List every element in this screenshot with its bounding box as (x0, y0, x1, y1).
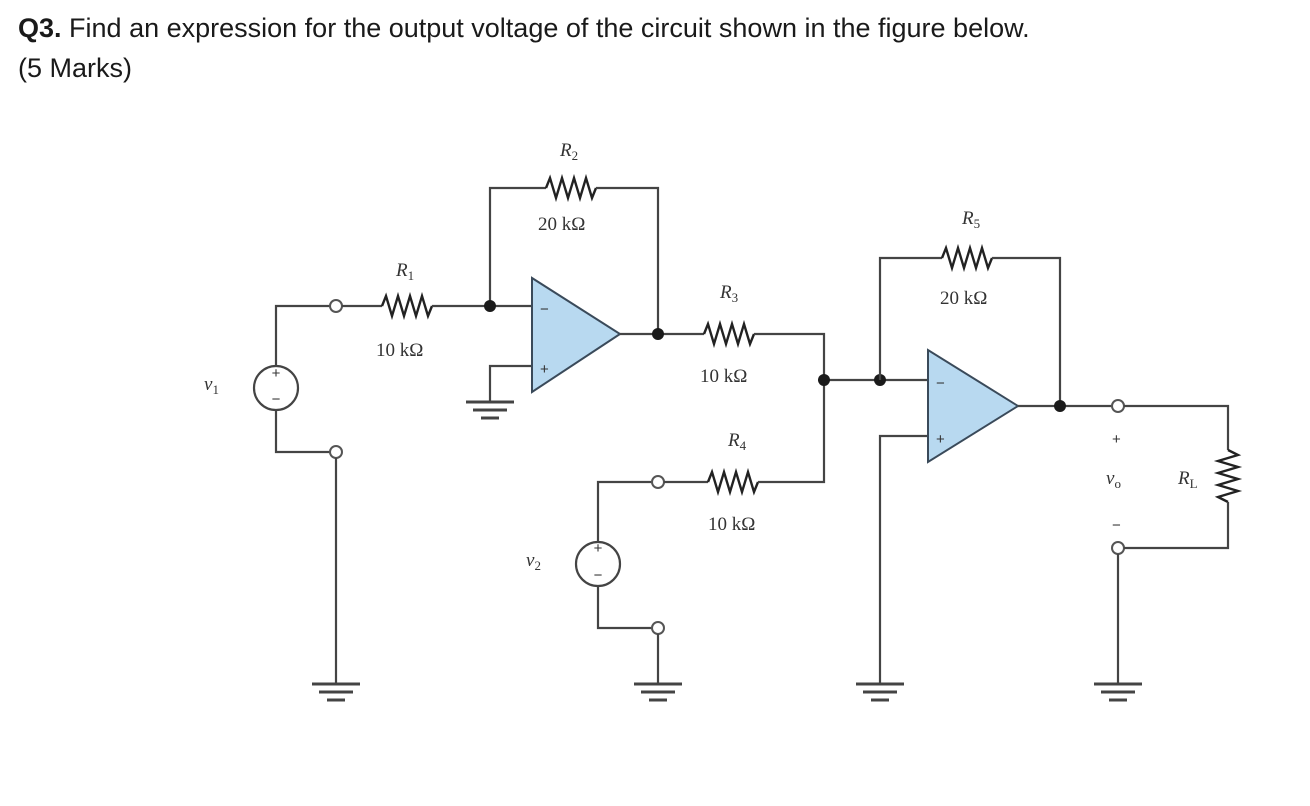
vo-plus-sign: + (1112, 431, 1121, 448)
v2-minus-sign: − (594, 567, 603, 584)
r3-label: R3 (719, 282, 738, 305)
r1-label: R1 (395, 260, 414, 283)
r4-value: 10 kΩ (708, 514, 755, 535)
opamp1-inverting-sign: − (540, 301, 549, 318)
terminal-v1-bottom (329, 445, 343, 459)
opamp2-noninverting-sign: + (936, 431, 945, 448)
terminal-vo-bottom (1111, 541, 1125, 555)
v1-plus-sign: + (272, 365, 281, 382)
question-marks: (5 Marks) (18, 53, 132, 83)
r4-label: R4 (727, 430, 747, 453)
node-inverting-1 (484, 300, 496, 312)
ground-icon-1 (312, 682, 360, 702)
terminal-vo-top (1111, 399, 1125, 413)
resistor-r5 (940, 243, 994, 273)
question-body: Find an expression for the output voltag… (69, 13, 1030, 43)
resistor-r1 (380, 291, 434, 321)
resistor-r2 (544, 173, 598, 203)
vo-minus-sign: − (1112, 517, 1121, 534)
v2-plus-sign: + (594, 540, 603, 557)
terminal-v2-bottom (651, 621, 665, 635)
source-v1: + − v1 (204, 304, 336, 454)
r5-label: R5 (961, 208, 980, 231)
node-opamp2-output (1054, 400, 1066, 412)
question-number: Q3. (18, 13, 62, 43)
terminal-v1-top (329, 299, 343, 313)
opamp-1: − + (531, 276, 622, 394)
question-line-1: Q3. Find an expression for the output vo… (18, 8, 1030, 48)
resistor-rl (1213, 448, 1243, 504)
r5-value: 20 kΩ (940, 288, 987, 309)
source-v2: + − v2 (526, 480, 652, 630)
node-opamp1-output (652, 328, 664, 340)
r2-value: 20 kΩ (538, 214, 585, 235)
opamp2-inverting-sign: − (936, 375, 945, 392)
ground-icon-4 (856, 682, 904, 702)
ground-icon-3 (634, 682, 682, 702)
v1-label: v1 (204, 374, 219, 397)
node-summing-1 (818, 374, 830, 386)
vo-label: vo (1106, 468, 1121, 491)
r3-value: 10 kΩ (700, 366, 747, 387)
v1-minus-sign: − (272, 391, 281, 408)
r2-label: R2 (559, 140, 578, 163)
r1-value: 10 kΩ (376, 340, 423, 361)
v2-label: v2 (526, 550, 541, 573)
resistor-r3 (702, 319, 756, 349)
terminal-v2-top (651, 475, 665, 489)
opamp-2: − + (927, 348, 1020, 464)
opamp1-noninverting-sign: + (540, 361, 549, 378)
question-text: Q3. Find an expression for the output vo… (18, 8, 1030, 88)
ground-icon-2 (466, 400, 514, 420)
resistor-r4 (706, 467, 760, 497)
ground-icon-5 (1094, 682, 1142, 702)
rl-label: RL (1177, 468, 1198, 491)
